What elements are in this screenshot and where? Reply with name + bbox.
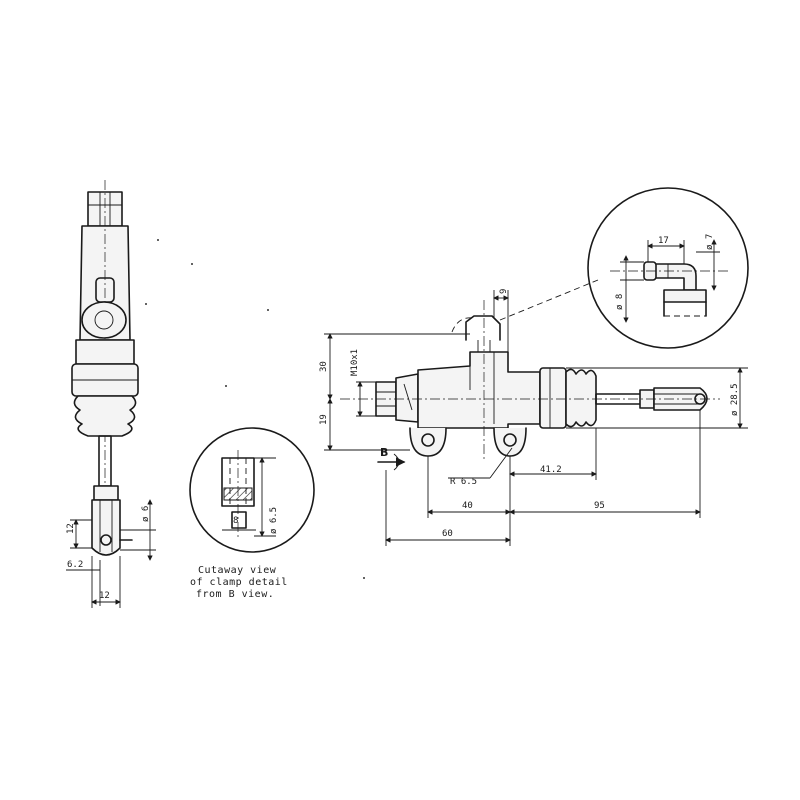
cutaway-caption-line2: of clamp detail xyxy=(190,577,288,588)
front-push-rod xyxy=(595,393,647,405)
cutaway-caption-line3: from B view. xyxy=(196,589,274,600)
side-view-bellows xyxy=(73,395,137,437)
dim-28-5: ø 28.5 xyxy=(730,383,740,416)
front-clevis xyxy=(653,387,708,411)
dim-7: ø 7 xyxy=(705,234,715,250)
dim-19: 19 xyxy=(319,414,329,425)
fitting-detail xyxy=(587,187,749,349)
cutaway-circle xyxy=(189,427,315,553)
dim-41-2: 41.2 xyxy=(540,465,562,475)
dim-6-2: 6.2 xyxy=(67,560,83,570)
dim-30: 30 xyxy=(319,361,329,372)
scan-dots xyxy=(145,239,365,579)
side-view-rod xyxy=(98,435,112,487)
front-bellows xyxy=(565,368,597,428)
dim-6-side: ø 6 xyxy=(141,506,151,522)
dim-60: 60 xyxy=(442,529,453,539)
dim-r6-5: R 6.5 xyxy=(450,477,477,487)
detail-block xyxy=(663,289,707,303)
front-lug-left xyxy=(409,427,447,457)
dim-17: 17 xyxy=(658,236,669,246)
dim-95: 95 xyxy=(594,501,605,511)
side-view-clevis xyxy=(91,499,121,556)
dim-9: 9 xyxy=(499,289,509,294)
view-b-label: B xyxy=(380,446,388,459)
dim-40: 40 xyxy=(462,501,473,511)
front-view xyxy=(340,300,720,460)
front-body xyxy=(417,351,541,429)
front-lug-right xyxy=(493,427,527,457)
dim-8: 8 xyxy=(233,516,238,526)
side-view xyxy=(66,180,156,608)
side-view-port xyxy=(81,301,127,339)
dim-12-bottom: 12 xyxy=(99,591,110,601)
cutaway-caption-line1: Cutaway view xyxy=(198,565,277,576)
clamp-lower xyxy=(231,511,247,529)
front-rear-collar xyxy=(539,367,567,429)
dim-6-5: ø 6.5 xyxy=(269,507,279,534)
front-reservoir-fitting xyxy=(465,315,501,341)
detail-circle xyxy=(587,187,749,349)
dim-8-detail: ø 8 xyxy=(615,294,625,310)
cutaway-detail xyxy=(189,427,315,553)
dim-m10x1: M10x1 xyxy=(350,349,360,376)
dim-12-left: 12 xyxy=(66,523,76,534)
detail-leader xyxy=(499,279,599,321)
